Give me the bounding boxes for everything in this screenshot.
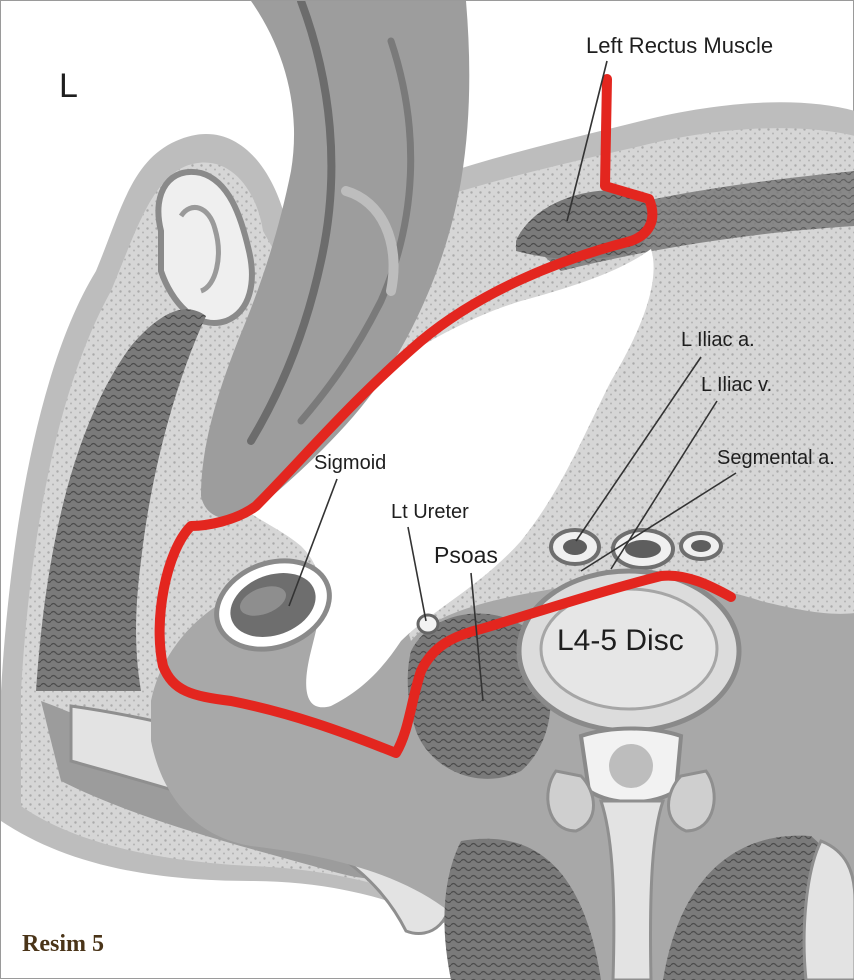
disc-label: L4-5 Disc bbox=[557, 624, 684, 658]
psoas-label: Psoas bbox=[434, 542, 498, 569]
sigmoid-label: Sigmoid bbox=[314, 452, 386, 475]
iliac-artery-label: L Iliac a. bbox=[681, 329, 755, 352]
segmental-artery-label: Segmental a. bbox=[717, 447, 835, 470]
side-label: L bbox=[59, 67, 78, 106]
ureter-label: Lt Ureter bbox=[391, 501, 469, 524]
left-ureter bbox=[418, 615, 438, 633]
iliac-vein-label: L Iliac v. bbox=[701, 374, 772, 397]
left-rectus-muscle-label: Left Rectus Muscle bbox=[586, 33, 773, 59]
figure-caption: Resim 5 bbox=[22, 931, 104, 958]
